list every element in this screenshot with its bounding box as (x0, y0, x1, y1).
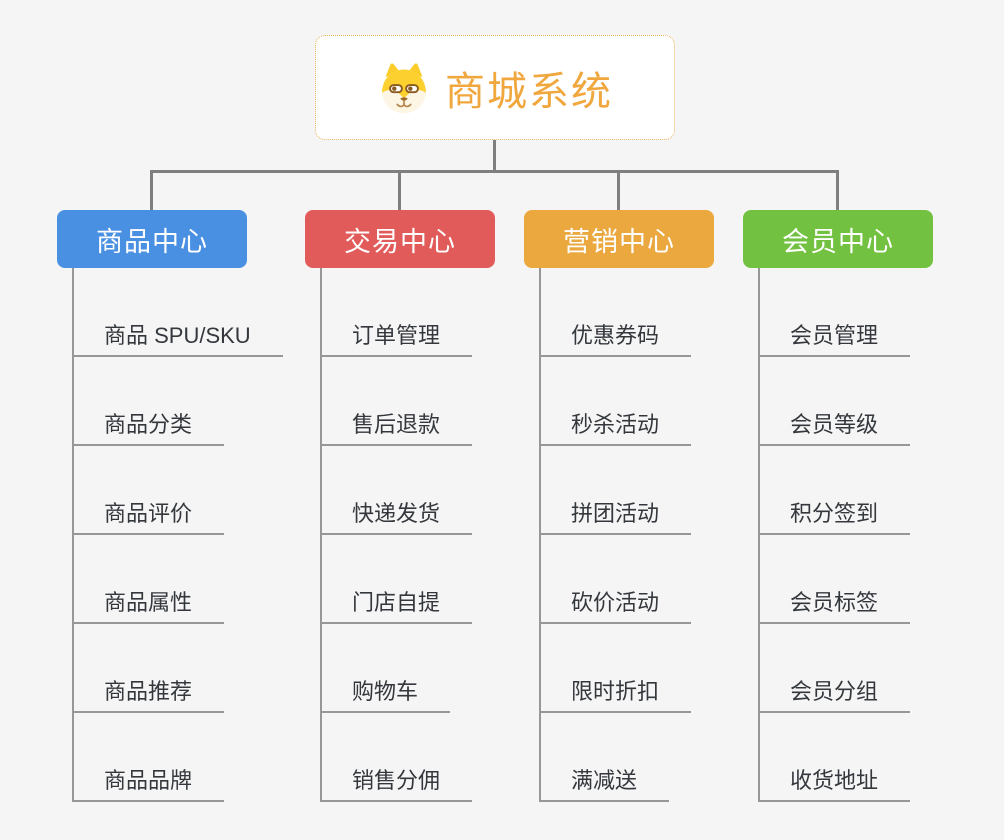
subtopic-node[interactable]: 商品属性 (74, 535, 225, 624)
subtopic-node[interactable]: 商品分类 (74, 357, 225, 446)
branch-header-trade[interactable]: 交易中心 (305, 210, 495, 268)
branch-children-marketing: 优惠券码 秒杀活动 拼团活动 砍价活动 限时折扣 满减送 (539, 268, 692, 802)
subtopic-node[interactable]: 商品评价 (74, 446, 225, 535)
subtopic-node[interactable]: 商品品牌 (74, 713, 225, 802)
subtopic-node[interactable]: 收货地址 (760, 713, 911, 802)
connector-bus (150, 170, 839, 173)
subtopic-node[interactable]: 会员管理 (760, 268, 911, 357)
subtopic-node[interactable]: 门店自提 (322, 535, 473, 624)
subtopic-node[interactable]: 订单管理 (322, 268, 473, 357)
branch-children-product: 商品 SPU/SKU 商品分类 商品评价 商品属性 商品推荐 商品品牌 (72, 268, 283, 802)
root-node[interactable]: 商城系统 (315, 35, 675, 140)
connector-root-stem (493, 140, 496, 173)
subtopic-node[interactable]: 售后退款 (322, 357, 473, 446)
subtopic-node[interactable]: 满减送 (541, 713, 670, 802)
connector-drop (150, 173, 153, 210)
branch-header-marketing[interactable]: 营销中心 (524, 210, 714, 268)
subtopic-node[interactable]: 会员分组 (760, 624, 911, 713)
subtopic-node[interactable]: 会员等级 (760, 357, 911, 446)
branch-header-product[interactable]: 商品中心 (57, 210, 247, 268)
subtopic-node[interactable]: 购物车 (322, 624, 451, 713)
subtopic-node[interactable]: 商品 SPU/SKU (74, 268, 283, 357)
subtopic-node[interactable]: 拼团活动 (541, 446, 692, 535)
subtopic-node[interactable]: 砍价活动 (541, 535, 692, 624)
branch-header-member[interactable]: 会员中心 (743, 210, 933, 268)
subtopic-node[interactable]: 积分签到 (760, 446, 911, 535)
subtopic-node[interactable]: 快递发货 (322, 446, 473, 535)
shiba-dog-icon (377, 61, 431, 115)
root-title: 商城系统 (445, 69, 613, 114)
branch-children-trade: 订单管理 售后退款 快递发货 门店自提 购物车 销售分佣 (320, 268, 473, 802)
subtopic-node[interactable]: 商品推荐 (74, 624, 225, 713)
subtopic-node[interactable]: 限时折扣 (541, 624, 692, 713)
connector-drop (398, 173, 401, 210)
subtopic-node[interactable]: 销售分佣 (322, 713, 473, 802)
subtopic-node[interactable]: 会员标签 (760, 535, 911, 624)
connector-drop (836, 173, 839, 210)
subtopic-node[interactable]: 优惠券码 (541, 268, 692, 357)
subtopic-node[interactable]: 秒杀活动 (541, 357, 692, 446)
branch-children-member: 会员管理 会员等级 积分签到 会员标签 会员分组 收货地址 (758, 268, 911, 802)
connector-drop (617, 173, 620, 210)
